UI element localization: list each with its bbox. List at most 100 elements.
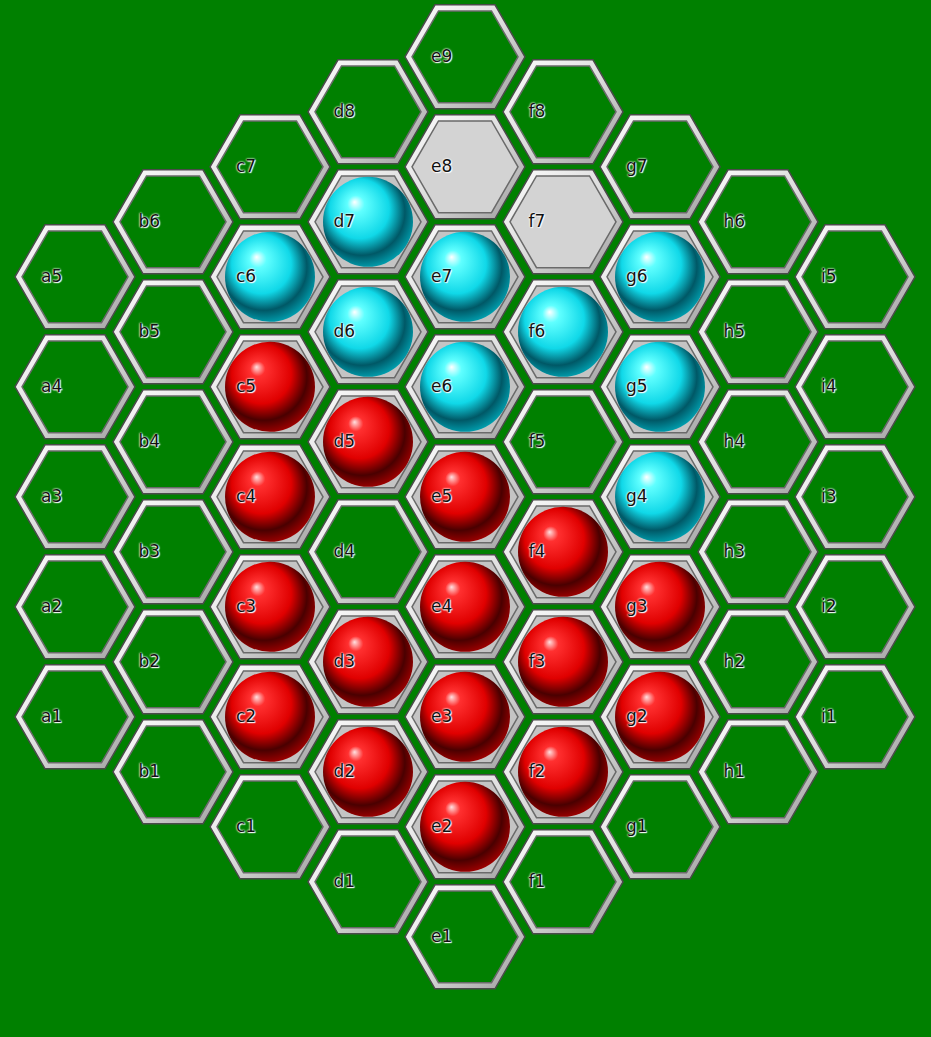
- board-cell: e4: [404, 554, 526, 660]
- cell-coordinate: d3: [334, 651, 356, 671]
- hex-field: [120, 176, 226, 268]
- cell-coordinate: b5: [139, 321, 161, 341]
- hex-rim: [15, 665, 135, 769]
- board-cell: f7: [502, 169, 624, 275]
- board-cell: e7: [404, 224, 526, 330]
- board-cell: c2: [209, 664, 331, 770]
- cell-coordinate: a5: [41, 266, 62, 286]
- cell-coordinate: f2: [529, 761, 546, 781]
- board-cell: d6: [307, 279, 429, 385]
- marble: [225, 232, 315, 322]
- hex-outline: [404, 4, 526, 110]
- marble: [615, 452, 705, 542]
- marble: [518, 727, 608, 817]
- marble: [420, 452, 510, 542]
- hex-rim: [600, 775, 720, 879]
- hex-outline: [599, 224, 721, 330]
- hex-outline: [502, 59, 624, 165]
- hex-outline: [404, 884, 526, 990]
- hex-field: [607, 451, 713, 543]
- hex-field: [705, 726, 811, 818]
- cell-coordinate: e5: [431, 486, 452, 506]
- cell-coordinate: c7: [236, 156, 256, 176]
- marble: [420, 782, 510, 872]
- hex-outline: [794, 224, 916, 330]
- hex-field: [120, 726, 226, 818]
- hex-rim: [795, 335, 915, 439]
- board-cell: a2: [14, 554, 136, 660]
- hex-outline: [502, 279, 624, 385]
- hex-field: [510, 176, 616, 268]
- cell-coordinate: e8: [431, 156, 452, 176]
- cell-coordinate: e7: [431, 266, 452, 286]
- board-cell: f3: [502, 609, 624, 715]
- hex-rim: [503, 610, 623, 714]
- cell-coordinate: b6: [139, 211, 161, 231]
- board-cell: c7: [209, 114, 331, 220]
- cell-coordinate: f1: [529, 871, 546, 891]
- cell-coordinate: c6: [236, 266, 256, 286]
- hex-rim: [600, 555, 720, 659]
- hex-field: [705, 616, 811, 708]
- board-cell: i4: [794, 334, 916, 440]
- hex-rim: [503, 60, 623, 164]
- cell-coordinate: f7: [529, 211, 546, 231]
- hex-outline: [307, 389, 429, 495]
- hex-field: [120, 396, 226, 488]
- hex-outline: [404, 224, 526, 330]
- board-cell: h5: [697, 279, 819, 385]
- hex-rim: [113, 720, 233, 824]
- board-cell: b2: [112, 609, 234, 715]
- marble: [518, 617, 608, 707]
- hex-outline: [112, 279, 234, 385]
- hex-field: [22, 671, 128, 763]
- hex-rim: [113, 170, 233, 274]
- hex-field: [607, 341, 713, 433]
- hex-outline: [697, 169, 819, 275]
- cell-coordinate: a2: [41, 596, 62, 616]
- hex-rim: [405, 885, 525, 989]
- hex-outline: [14, 444, 136, 550]
- hex-rim: [405, 225, 525, 329]
- hex-rim: [308, 610, 428, 714]
- hex-field: [607, 231, 713, 323]
- hex-rim: [405, 115, 525, 219]
- hex-field: [412, 451, 518, 543]
- hex-field: [120, 506, 226, 598]
- hex-rim: [600, 445, 720, 549]
- cell-coordinate: e6: [431, 376, 452, 396]
- hex-field: [510, 66, 616, 158]
- hex-outline: [794, 334, 916, 440]
- cell-coordinate: d2: [334, 761, 356, 781]
- marble: [323, 397, 413, 487]
- cell-coordinate: a3: [41, 486, 62, 506]
- hex-field: [607, 561, 713, 653]
- hex-rim: [795, 555, 915, 659]
- hex-rim: [698, 610, 818, 714]
- cell-coordinate: c3: [236, 596, 256, 616]
- cell-coordinate: d1: [334, 871, 356, 891]
- hex-rim: [113, 390, 233, 494]
- cell-coordinate: b3: [139, 541, 161, 561]
- board-cell: e2: [404, 774, 526, 880]
- cell-coordinate: g5: [626, 376, 648, 396]
- board-cell: c1: [209, 774, 331, 880]
- hex-outline: [404, 774, 526, 880]
- board-cell: f5: [502, 389, 624, 495]
- cell-coordinate: e9: [431, 46, 452, 66]
- hex-rim: [308, 60, 428, 164]
- board-cell: d7: [307, 169, 429, 275]
- cell-coordinate: f4: [529, 541, 546, 561]
- cell-coordinate: c2: [236, 706, 256, 726]
- marble: [518, 287, 608, 377]
- hex-rim: [503, 390, 623, 494]
- hex-outline: [599, 444, 721, 550]
- board-cell: i3: [794, 444, 916, 550]
- marble: [420, 672, 510, 762]
- hex-field: [315, 396, 421, 488]
- hex-rim: [503, 830, 623, 934]
- board-cell: f1: [502, 829, 624, 935]
- hex-field: [22, 561, 128, 653]
- hex-outline: [794, 554, 916, 660]
